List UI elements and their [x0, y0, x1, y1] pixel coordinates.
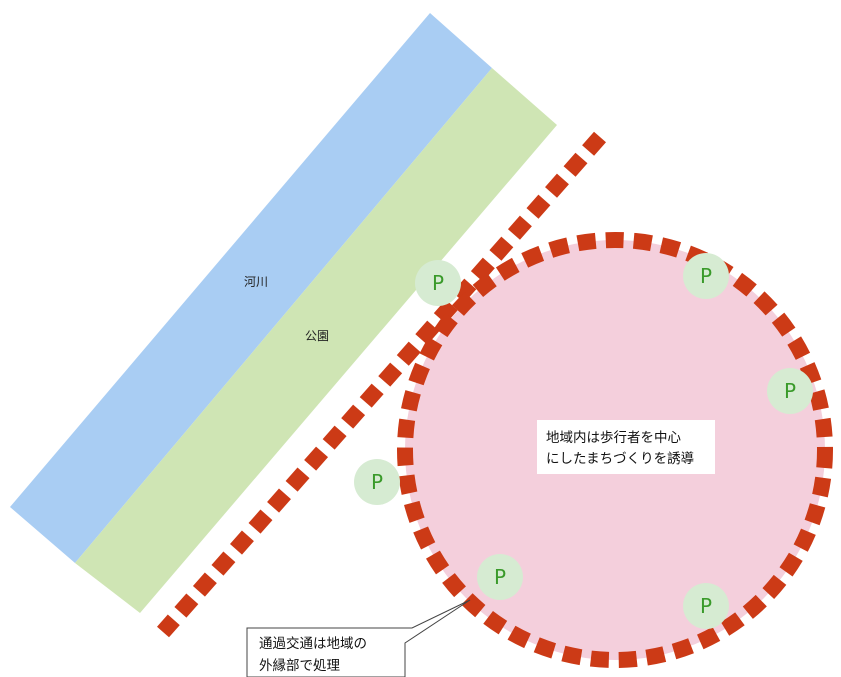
ring-road-dashes — [397, 232, 833, 668]
parking-marker-circle — [354, 459, 400, 505]
parking-marker-circle — [683, 583, 729, 629]
parking-marker-circle — [767, 368, 813, 414]
park-label: 公園 — [305, 329, 329, 343]
parking-marker-label: P — [494, 565, 506, 589]
parking-marker-label: P — [432, 271, 444, 295]
parking-marker-circle — [415, 260, 461, 306]
parking-marker-circle — [683, 253, 729, 299]
parking-marker: P — [767, 368, 813, 414]
park-band — [75, 68, 557, 613]
center-note-box — [537, 420, 715, 474]
center-note: 地域内は歩行者を中心 にしたまちづくりを誘導 — [537, 420, 715, 474]
parking-marker-label: P — [784, 379, 796, 403]
callout-line1: 通過交通は地域の — [259, 635, 367, 652]
callout-box — [246, 599, 471, 677]
parking-marker: P — [683, 583, 729, 629]
parking-marker-label: P — [700, 264, 712, 288]
bypass-callout: 通過交通は地域の 外縁部で処理 — [246, 599, 471, 677]
parking-marker-circle — [477, 554, 523, 600]
callout-line2: 外縁部で処理 — [259, 658, 340, 674]
center-note-line2: にしたまちづくりを誘導 — [546, 451, 694, 467]
parking-marker: P — [415, 260, 461, 306]
parking-marker-label: P — [371, 470, 383, 494]
parking-marker-label: P — [700, 594, 712, 618]
river-label: 河川 — [244, 275, 268, 289]
parking-marker: P — [683, 253, 729, 299]
river-band — [10, 13, 492, 563]
center-note-line1: 地域内は歩行者を中心 — [546, 430, 681, 446]
parking-marker: P — [477, 554, 523, 600]
parking-marker: P — [354, 459, 400, 505]
